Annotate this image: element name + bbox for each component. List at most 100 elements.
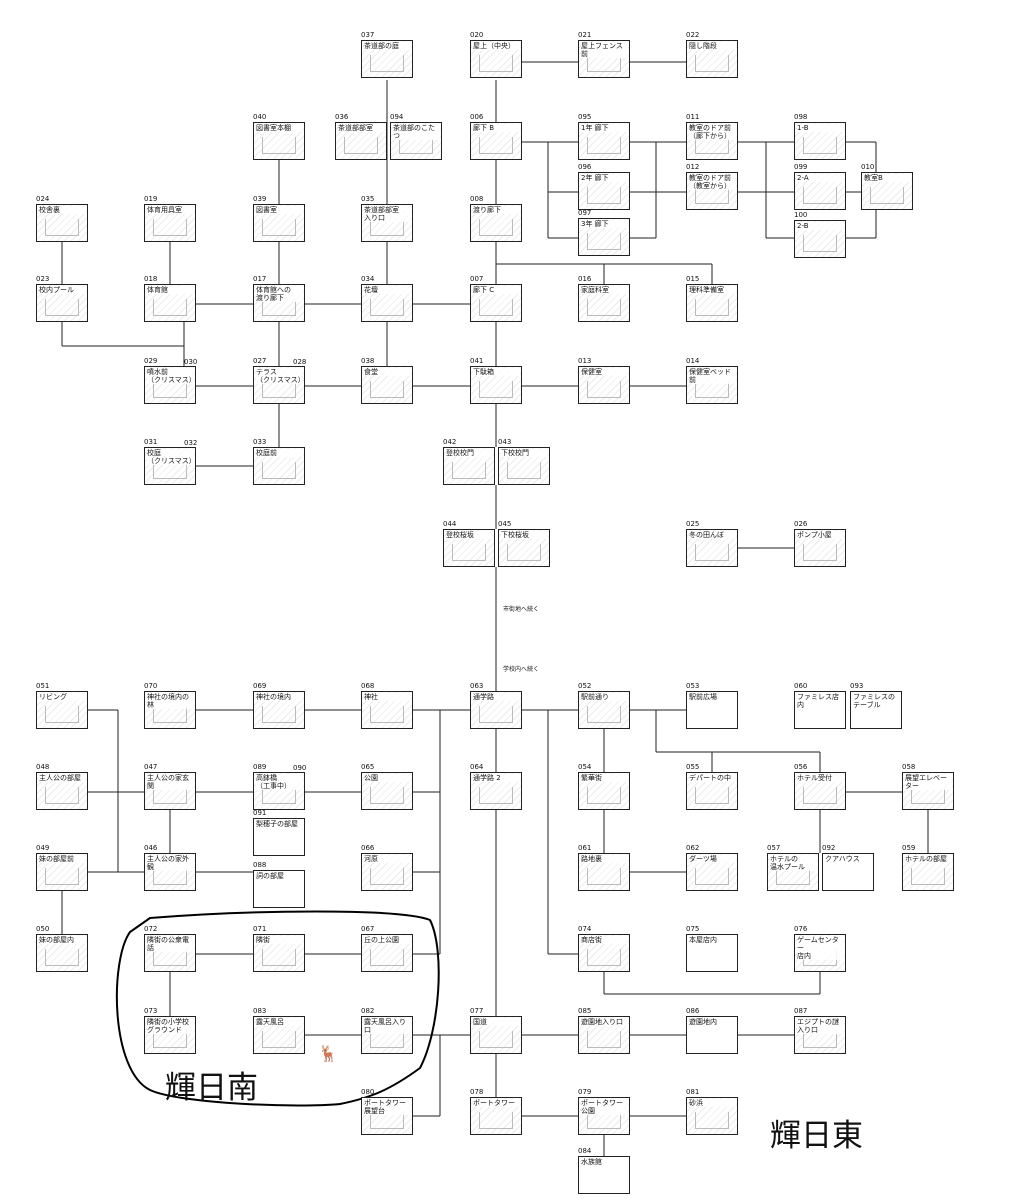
location-node-075[interactable]: 本屋店内 — [686, 934, 738, 972]
node-number: 044 — [443, 520, 457, 528]
location-node-021[interactable]: 屋上フェンス前 — [578, 40, 630, 78]
location-node-087[interactable]: エジプトの謎 入り口 — [794, 1016, 846, 1054]
node-number: 048 — [36, 763, 50, 771]
location-node-066[interactable]: 河原 — [361, 853, 413, 891]
location-node-054[interactable]: 繁華街 — [578, 772, 630, 810]
location-node-089[interactable]: 高鉢橋 （工事中） — [253, 772, 305, 810]
location-node-033[interactable]: 校庭前 — [253, 447, 305, 485]
location-node-074[interactable]: 商店街 — [578, 934, 630, 972]
location-node-019[interactable]: 体育用具室 — [144, 204, 196, 242]
location-label: 茶道部部室 — [338, 124, 385, 132]
location-node-017[interactable]: 体育館への 渡り廊下 — [253, 284, 305, 322]
location-node-068[interactable]: 神社 — [361, 691, 413, 729]
location-node-088[interactable]: 詞の部屋 — [253, 870, 305, 908]
location-node-048[interactable]: 主人公の部屋 — [36, 772, 88, 810]
location-node-086[interactable]: 遊園地内 — [686, 1016, 738, 1054]
location-node-051[interactable]: リビング — [36, 691, 88, 729]
location-node-070[interactable]: 神社の境内の林 — [144, 691, 196, 729]
location-node-076[interactable]: ゲームセンター 店内 — [794, 934, 846, 972]
location-node-020[interactable]: 屋上（中央） — [470, 40, 522, 78]
location-node-045[interactable]: 下校桜坂 — [498, 529, 550, 567]
location-node-013[interactable]: 保健室 — [578, 366, 630, 404]
location-node-007[interactable]: 廊下 C — [470, 284, 522, 322]
location-node-031[interactable]: 校庭 （クリスマス） — [144, 447, 196, 485]
location-node-011[interactable]: 教室のドア前 （廊下から） — [686, 122, 738, 160]
location-node-050[interactable]: 妹の部屋内 — [36, 934, 88, 972]
location-node-029[interactable]: 噴水前 （クリスマス） — [144, 366, 196, 404]
location-node-025[interactable]: 冬の田んぼ — [686, 529, 738, 567]
location-node-015[interactable]: 理科準備室 — [686, 284, 738, 322]
location-node-023[interactable]: 校内プール — [36, 284, 88, 322]
node-number: 041 — [470, 357, 484, 365]
location-node-072[interactable]: 隣街の公衆電話 — [144, 934, 196, 972]
location-node-063[interactable]: 通学路 — [470, 691, 522, 729]
location-node-095[interactable]: 1年 廊下 — [578, 122, 630, 160]
location-node-055[interactable]: デパートの中 — [686, 772, 738, 810]
node-number: 079 — [578, 1088, 592, 1096]
location-node-036[interactable]: 茶道部部室 — [335, 122, 387, 160]
location-node-049[interactable]: 妹の部屋前 — [36, 853, 88, 891]
location-node-094[interactable]: 茶道部のこたつ — [390, 122, 442, 160]
location-node-083[interactable]: 露天風呂 — [253, 1016, 305, 1054]
location-label: 露天風呂 — [256, 1018, 303, 1026]
location-node-085[interactable]: 遊園地入り口 — [578, 1016, 630, 1054]
location-node-035[interactable]: 茶道部部室 入り口 — [361, 204, 413, 242]
location-node-080[interactable]: ポートタワー 展望台 — [361, 1097, 413, 1135]
location-node-053[interactable]: 駅前広場 — [686, 691, 738, 729]
location-node-041[interactable]: 下駄箱 — [470, 366, 522, 404]
location-node-093[interactable]: ファミレスの テーブル — [850, 691, 902, 729]
location-node-098[interactable]: 1-B — [794, 122, 846, 160]
location-node-018[interactable]: 体育館 — [144, 284, 196, 322]
location-node-026[interactable]: ポンプ小屋 — [794, 529, 846, 567]
location-node-064[interactable]: 通学路 2 — [470, 772, 522, 810]
location-node-022[interactable]: 隠し階段 — [686, 40, 738, 78]
location-node-038[interactable]: 食堂 — [361, 366, 413, 404]
location-node-073[interactable]: 隣街の小学校 グラウンド — [144, 1016, 196, 1054]
location-node-044[interactable]: 登校桜坂 — [443, 529, 495, 567]
location-node-071[interactable]: 隣街 — [253, 934, 305, 972]
location-node-060[interactable]: ファミレス店内 — [794, 691, 846, 729]
location-node-058[interactable]: 展望エレベーター — [902, 772, 954, 810]
location-node-042[interactable]: 登校校門 — [443, 447, 495, 485]
location-node-014[interactable]: 保健室ベッド前 — [686, 366, 738, 404]
location-node-100[interactable]: 2-B — [794, 220, 846, 258]
location-node-084[interactable]: 水族館 — [578, 1156, 630, 1194]
location-node-082[interactable]: 露天風呂入り口 — [361, 1016, 413, 1054]
location-node-057[interactable]: ホテルの 温水プール — [767, 853, 819, 891]
location-node-047[interactable]: 主人公の家玄関 — [144, 772, 196, 810]
location-node-081[interactable]: 砂浜 — [686, 1097, 738, 1135]
location-node-097[interactable]: 3年 廊下 — [578, 218, 630, 256]
location-node-016[interactable]: 家庭科室 — [578, 284, 630, 322]
location-node-037[interactable]: 茶道部の庭 — [361, 40, 413, 78]
location-node-052[interactable]: 駅前通り — [578, 691, 630, 729]
location-node-059[interactable]: ホテルの部屋 — [902, 853, 954, 891]
location-node-096[interactable]: 2年 廊下 — [578, 172, 630, 210]
location-node-027[interactable]: テラス （クリスマス） — [253, 366, 305, 404]
location-node-040[interactable]: 図書室本棚 — [253, 122, 305, 160]
location-node-077[interactable]: 国道 — [470, 1016, 522, 1054]
location-node-056[interactable]: ホテル受付 — [794, 772, 846, 810]
location-label: 河原 — [364, 855, 411, 863]
location-node-008[interactable]: 渡り廊下 — [470, 204, 522, 242]
location-node-079[interactable]: ポートタワー公園 — [578, 1097, 630, 1135]
location-node-010[interactable]: 教室B — [861, 172, 913, 210]
location-node-067[interactable]: 丘の上公園 — [361, 934, 413, 972]
location-node-078[interactable]: ポートタワー — [470, 1097, 522, 1135]
location-node-039[interactable]: 図書室 — [253, 204, 305, 242]
location-node-061[interactable]: 路地裏 — [578, 853, 630, 891]
node-number: 050 — [36, 925, 50, 933]
location-node-065[interactable]: 公園 — [361, 772, 413, 810]
city-continues-note: 市街地へ続く — [503, 606, 540, 613]
location-node-024[interactable]: 校舎裏 — [36, 204, 88, 242]
location-node-034[interactable]: 花壇 — [361, 284, 413, 322]
location-node-046[interactable]: 主人公の家外観 — [144, 853, 196, 891]
location-node-092[interactable]: クアハウス — [822, 853, 874, 891]
location-label: 隣街の小学校 グラウンド — [147, 1018, 194, 1034]
location-node-006[interactable]: 廊下 B — [470, 122, 522, 160]
location-node-069[interactable]: 神社の境内 — [253, 691, 305, 729]
location-node-012[interactable]: 教室のドア前 （教室から） — [686, 172, 738, 210]
location-node-062[interactable]: ダーツ場 — [686, 853, 738, 891]
location-node-091[interactable]: 梨穂子の部屋 — [253, 818, 305, 856]
location-node-099[interactable]: 2-A — [794, 172, 846, 210]
location-node-043[interactable]: 下校校門 — [498, 447, 550, 485]
